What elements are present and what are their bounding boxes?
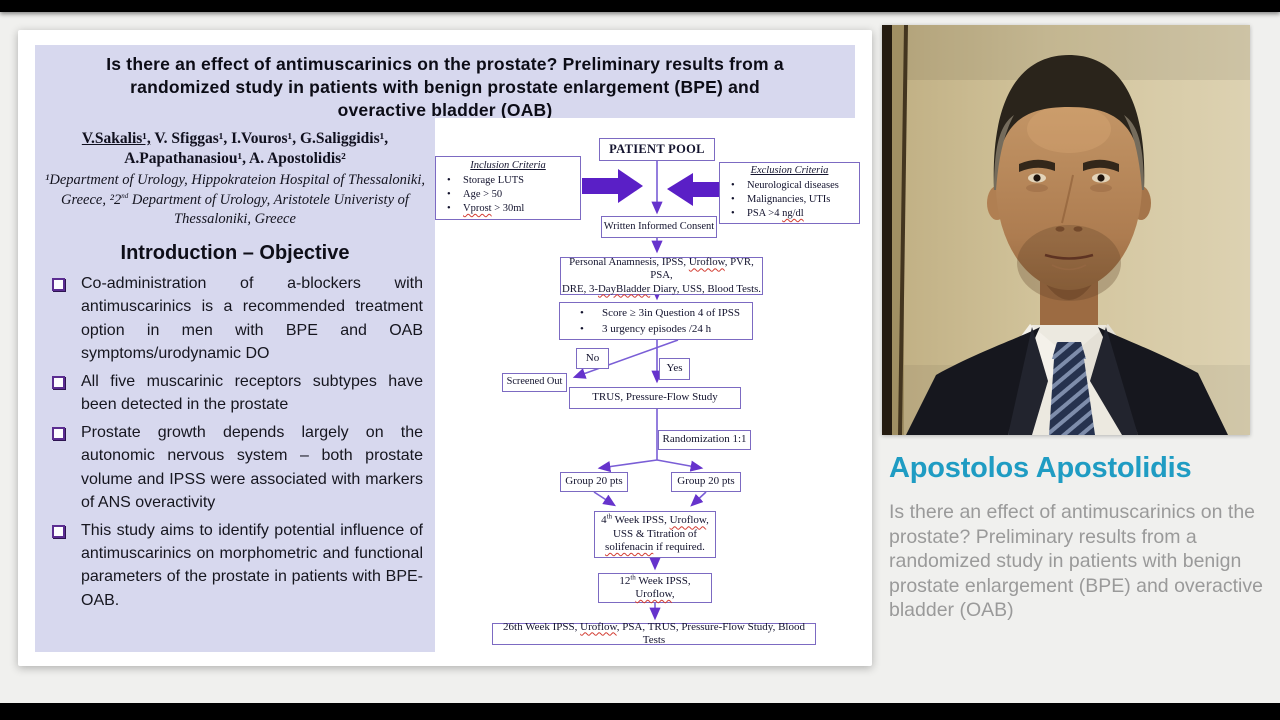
authors-line1: V. Sfiggas¹, I.Vouros¹, G.Saliggidis¹,	[150, 130, 389, 147]
bullet-text: Co-administration of a-blockers with ant…	[81, 275, 423, 362]
section-heading: Introduction – Objective	[120, 242, 350, 265]
authors: V.Sakalis¹, V. Sfiggas¹, I.Vouros¹, G.Sa…	[43, 129, 427, 169]
top-letterbox-bar	[0, 0, 1280, 12]
affiliation-part2: Department of Urology, Aristotele Univer…	[128, 191, 409, 227]
inclusion-title: Inclusion Criteria	[470, 160, 546, 172]
bullet-point: All five muscarinic receptors subtypes h…	[43, 370, 427, 421]
flowchart-box-consent: Written Informed Consent	[601, 216, 717, 238]
flowchart-box-week26: 26th Week IPSS, Uroflow, PSA, TRUS, Pres…	[492, 621, 816, 646]
flowchart-box-anamnesis: Personal Anamnesis, IPSS, Uroflow, PVR, …	[560, 256, 763, 295]
flowchart-box-week4: 4th Week IPSS, Uroflow, USS & Titration …	[594, 511, 716, 558]
bullet-point: Prostate growth depends largely on the a…	[43, 421, 427, 519]
poster-title: Is there an effect of antimuscarinics on…	[35, 45, 855, 120]
bottom-letterbox-bar	[0, 703, 1280, 720]
square-bullet-icon	[52, 278, 65, 292]
affiliation-sup: nd	[121, 191, 129, 200]
thick-arrow-icons	[582, 169, 732, 206]
flowchart-box-exclusion-criteria: Exclusion Criteria Neurological diseases…	[719, 162, 860, 224]
square-bullet-icon	[52, 427, 65, 441]
exclusion-title: Exclusion Criteria	[750, 165, 829, 177]
flowchart-box-no: No	[576, 348, 609, 369]
flowchart-box-week12: 12th Week IPSS, Uroflow,	[598, 573, 712, 603]
flowchart-box-screened-out: Screened Out	[502, 373, 567, 392]
flowchart-box-group-a: Group 20 pts	[560, 472, 628, 492]
affiliation-part1: ¹Department of Urology, Hippokrateion Ho…	[45, 172, 425, 208]
bullet-text: Prostate growth depends largely on the a…	[81, 424, 423, 511]
score-item: Score ≥ 3in Question 4 of IPSS	[560, 305, 752, 322]
first-author: V.Sakalis¹,	[81, 130, 151, 147]
affiliations: ¹Department of Urology, Hippokrateion Ho…	[43, 171, 427, 229]
flowchart-box-randomization: Randomization 1:1	[658, 430, 751, 450]
bullet-point: Co-administration of a-blockers with ant…	[43, 272, 427, 370]
square-bullet-icon	[52, 525, 65, 538]
exclusion-item: PSA >4 ng/dl	[720, 207, 859, 221]
inclusion-item: Age > 50	[436, 188, 580, 202]
authors-line2: A.Papathanasiou¹, A. Apostolidis²	[124, 150, 346, 168]
flowchart-box-score-criteria: Score ≥ 3in Question 4 of IPSS 3 urgency…	[559, 302, 753, 340]
study-flowchart: PATIENT POOL Inclusion Criteria Storage …	[435, 118, 863, 652]
bullet-point: This study aims to identify potential in…	[43, 519, 427, 617]
square-bullet-icon	[52, 375, 65, 389]
flowchart-box-trus: TRUS, Pressure-Flow Study	[569, 387, 741, 409]
flowchart-box-patient-pool: PATIENT POOL	[599, 138, 715, 161]
speaker-photo	[882, 25, 1250, 435]
bullet-text: All five muscarinic receptors subtypes h…	[81, 372, 423, 414]
score-item: 3 urgency episodes /24 h	[560, 321, 752, 338]
exclusion-item: Neurological diseases	[720, 179, 859, 193]
flowchart-box-group-b: Group 20 pts	[671, 472, 741, 492]
exclusion-item: Malignancies, UTIs	[720, 193, 859, 207]
poster-slide: Is there an effect of antimuscarinics on…	[18, 30, 872, 666]
speaker-portrait-illustration	[882, 25, 1250, 435]
speaker-name: Apostolos Apostolidis	[889, 452, 1192, 484]
talk-title: Is there an effect of antimuscarinics on…	[889, 501, 1263, 622]
inclusion-item: Storage LUTS	[436, 174, 580, 188]
bullet-text: This study aims to identify potential in…	[81, 522, 423, 609]
flowchart-box-inclusion-criteria: Inclusion Criteria Storage LUTS Age > 50…	[435, 156, 581, 220]
flowchart-connectors	[572, 160, 732, 621]
poster-left-column: V.Sakalis¹, V. Sfiggas¹, I.Vouros¹, G.Sa…	[35, 119, 437, 652]
flowchart-box-yes: Yes	[659, 358, 690, 380]
inclusion-item: Vprost > 30ml	[436, 202, 580, 216]
